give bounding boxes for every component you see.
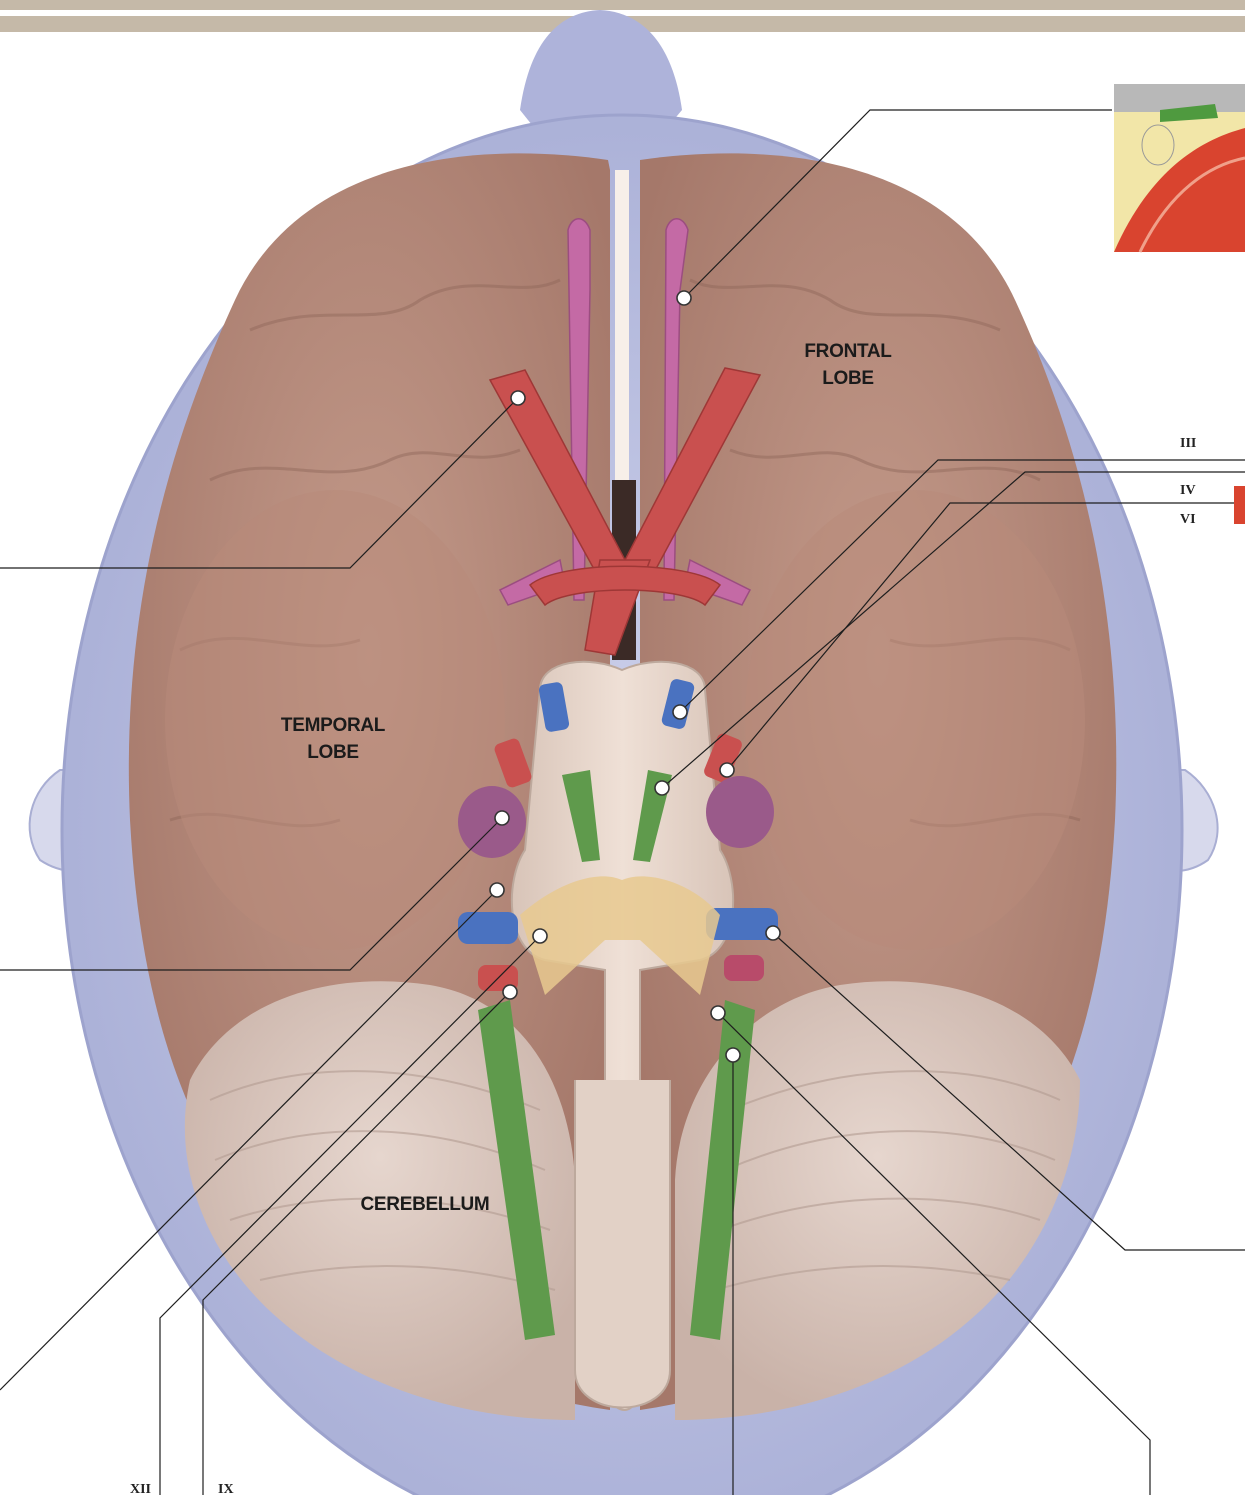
temporal-lobe-label-line1: TEMPORAL <box>281 715 386 736</box>
nerve-label-xii: XII <box>130 1482 151 1495</box>
nerve-label-iii: III <box>1180 436 1196 451</box>
frontal-lobe-label-line2: LOBE <box>822 368 874 389</box>
nerve-label-vi: VI <box>1180 512 1196 527</box>
edge-marker <box>1234 486 1245 524</box>
temporal-lobe-label-line2: LOBE <box>307 742 359 763</box>
header-band-top <box>0 0 1245 10</box>
nerve-label-iv: IV <box>1180 483 1196 498</box>
frontal-lobe-label-line1: FRONTAL <box>804 341 892 362</box>
nerve-label-ix: IX <box>218 1482 234 1495</box>
inset-thumbnail <box>1114 84 1245 252</box>
cerebellum-label: CEREBELLUM <box>361 1194 490 1215</box>
